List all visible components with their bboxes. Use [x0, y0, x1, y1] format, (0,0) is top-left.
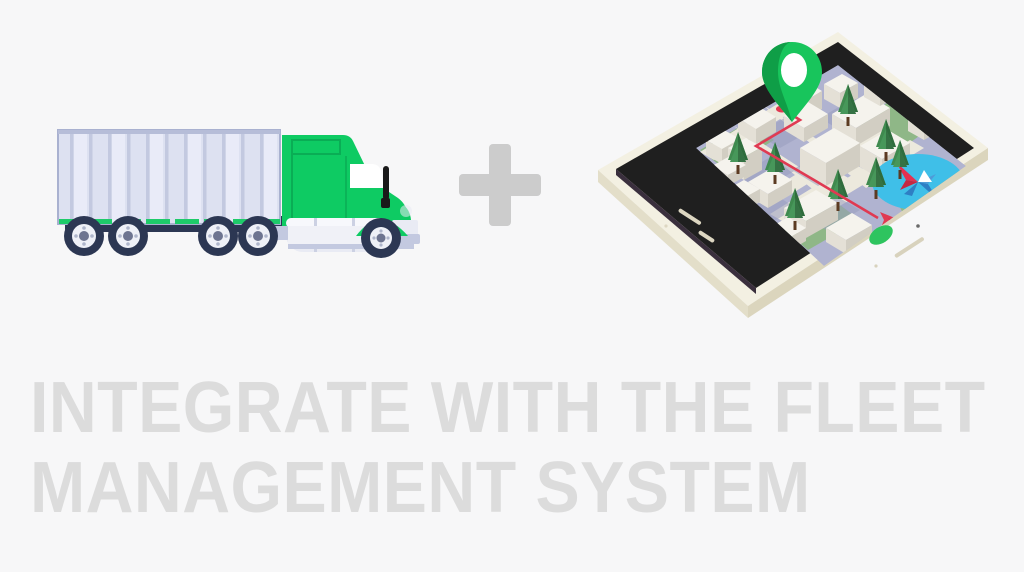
semi-truck-illustration: [40, 108, 440, 268]
truck-wheels: [64, 216, 401, 258]
trailer-body: [57, 129, 281, 225]
speaker-grille: [894, 237, 924, 258]
exhaust-stack: [381, 166, 390, 208]
tablet-home-button: [869, 225, 893, 245]
cab-window: [350, 164, 384, 188]
headline-line-1: INTEGRATE WITH THE FLEET: [30, 368, 986, 448]
tablet-pin-hole: [664, 224, 668, 228]
hero-illustration-row: [40, 30, 998, 320]
tablet-map-illustration: [588, 30, 998, 320]
volume-buttons: [678, 208, 715, 243]
plus-separator: [455, 140, 545, 230]
page-title: INTEGRATE WITH THE FLEET MANAGEMENT SYST…: [30, 368, 994, 528]
mic-hole: [874, 264, 878, 268]
map-trees: [696, 84, 909, 230]
location-pin: [762, 42, 822, 122]
front-camera-dot: [916, 224, 920, 228]
plus-icon: [459, 144, 541, 226]
headline-line-2: MANAGEMENT SYSTEM: [30, 448, 811, 528]
